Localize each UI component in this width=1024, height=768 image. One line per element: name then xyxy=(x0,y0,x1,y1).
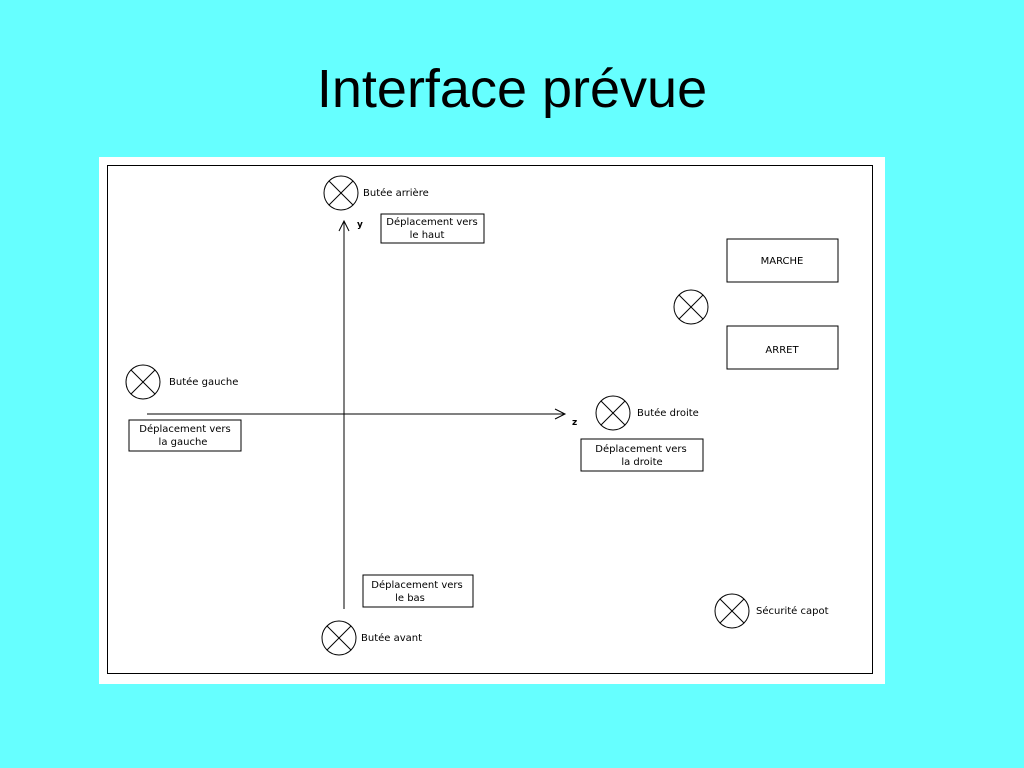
move-left-button[interactable]: Déplacement vers la gauche xyxy=(128,419,242,452)
move-right-label-line2: la droite xyxy=(621,457,662,468)
y-axis-label: y xyxy=(357,220,363,230)
slide-title: Interface prévue xyxy=(316,59,708,119)
arret-button[interactable]: ARRET xyxy=(726,325,839,370)
move-up-label-line2: le haut xyxy=(410,230,445,241)
z-axis xyxy=(147,408,567,420)
butee-avant-lamp-icon xyxy=(321,620,357,656)
interface-diagram: y z Butée arrière Butée gauche Butée dro… xyxy=(125,175,839,656)
move-right-button[interactable]: Déplacement vers la droite xyxy=(580,438,704,472)
marche-status-lamp-icon xyxy=(673,289,709,325)
move-up-label-line1: Déplacement vers xyxy=(386,216,477,228)
y-axis xyxy=(338,219,350,609)
z-axis-label: z xyxy=(572,418,577,428)
butee-gauche-lamp-icon xyxy=(125,364,161,400)
interface-panel: y z Butée arrière Butée gauche Butée dro… xyxy=(99,157,885,684)
move-down-label-line1: Déplacement vers xyxy=(371,579,462,591)
butee-droite-lamp-icon xyxy=(595,395,631,431)
arret-button-label: ARRET xyxy=(765,345,799,356)
securite-capot-label: Sécurité capot xyxy=(756,605,829,617)
move-right-label-line1: Déplacement vers xyxy=(595,443,686,455)
butee-arriere-lamp-icon xyxy=(323,175,359,211)
butee-arriere-label: Butée arrière xyxy=(363,187,429,199)
move-left-label-line2: la gauche xyxy=(159,437,208,448)
marche-button[interactable]: MARCHE xyxy=(726,238,839,283)
move-down-label-line2: le bas xyxy=(395,593,425,604)
butee-gauche-label: Butée gauche xyxy=(169,376,238,388)
move-down-button[interactable]: Déplacement vers le bas xyxy=(362,574,474,608)
marche-button-label: MARCHE xyxy=(761,256,804,267)
move-up-button[interactable]: Déplacement vers le haut xyxy=(380,213,485,244)
panel-border xyxy=(107,165,873,674)
butee-avant-label: Butée avant xyxy=(361,632,422,644)
butee-droite-label: Butée droite xyxy=(637,407,699,419)
move-left-label-line1: Déplacement vers xyxy=(139,423,230,435)
securite-capot-lamp-icon xyxy=(714,593,750,629)
